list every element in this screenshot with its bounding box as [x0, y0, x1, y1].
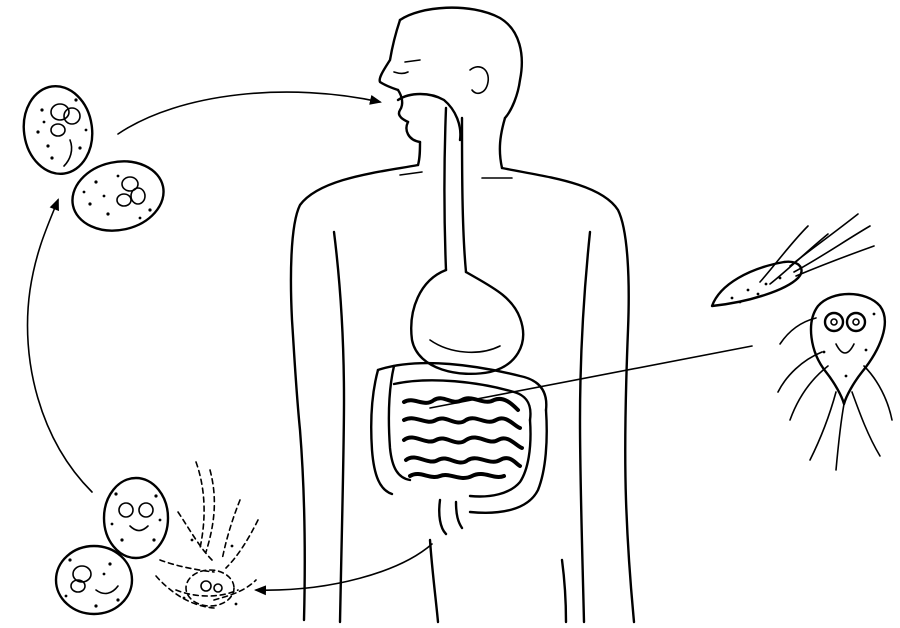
- cyst-icon: [66, 153, 170, 239]
- trophozoite-icon: [778, 294, 892, 470]
- human-body-outline-icon: [291, 8, 634, 622]
- cycle-arrow-icon: [28, 92, 752, 590]
- degenerating-trophozoite-icon: [156, 462, 258, 608]
- cyst-icon: [104, 478, 168, 558]
- cyst-icon: [18, 82, 98, 179]
- digestive-tract-icon: [371, 94, 546, 534]
- cyst-icon: [56, 546, 132, 614]
- trophozoite-icon: [712, 214, 874, 306]
